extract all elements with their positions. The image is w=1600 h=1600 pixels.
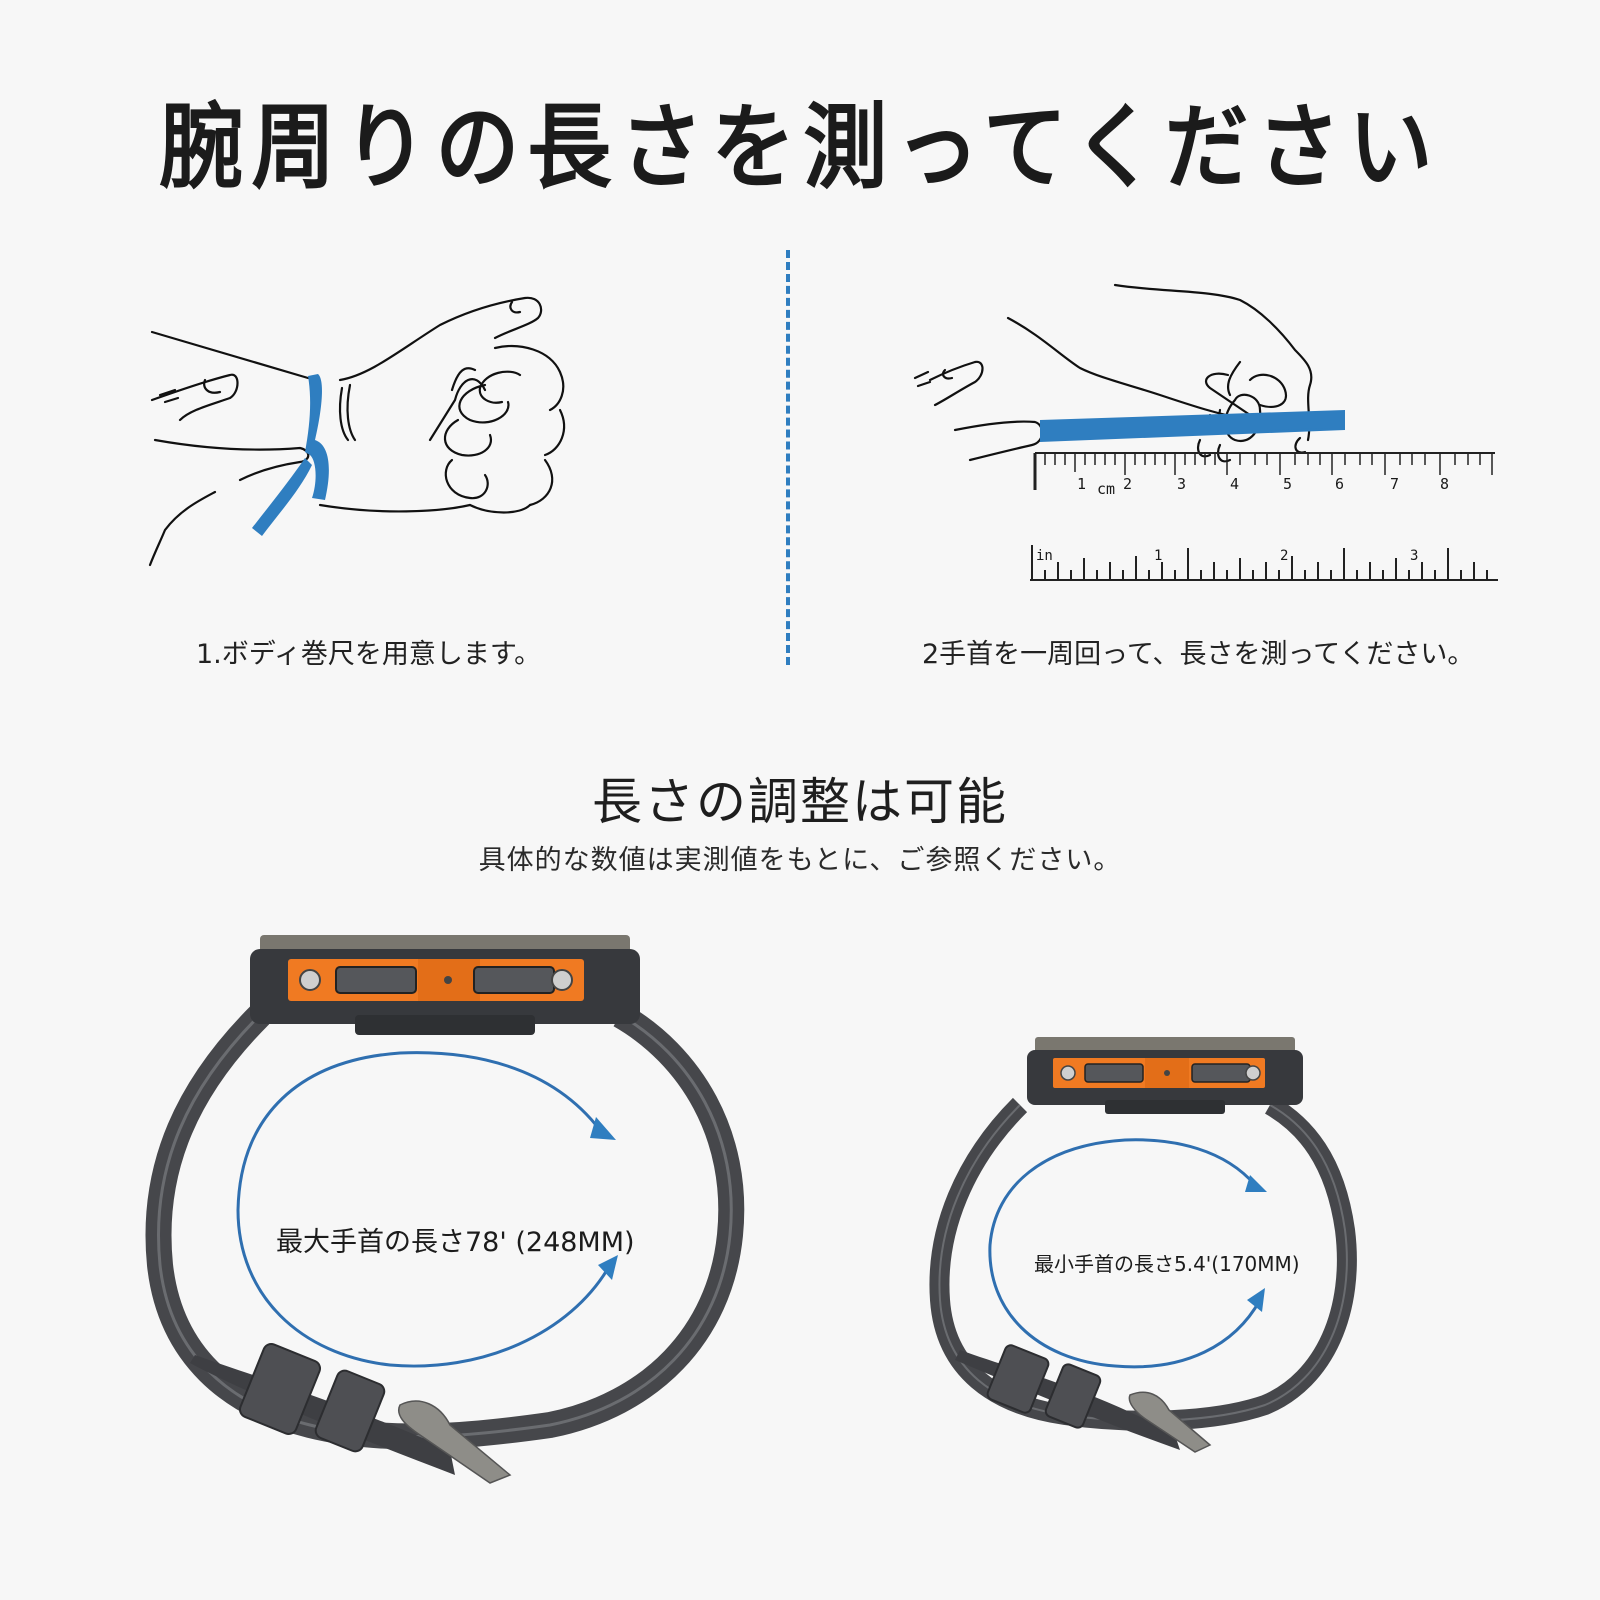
in-unit-label: in: [1036, 548, 1053, 564]
cm-tick-label: 2: [1123, 475, 1133, 493]
watch-small-illustration: [929, 1037, 1357, 1453]
watch-large-illustration: [145, 935, 745, 1484]
cm-tick-label: 7: [1390, 475, 1400, 493]
section-title: 長さの調整は可能: [592, 773, 1008, 831]
inch-ruler: [1030, 545, 1498, 581]
wrist-measure-ruler-illustration: [913, 283, 1498, 581]
max-wrist-length-label: 最大手首の長さ78' (248MM): [276, 1227, 635, 1258]
section-subtitle: 具体的な数値は実測値をもとに、ご参照ください。: [478, 845, 1122, 876]
step-2-caption: 2手首を一周回って、長さを測ってください。: [922, 639, 1475, 670]
cm-ruler-labels: cm 1 2 3 4 5 6 7 8: [1035, 475, 1495, 505]
min-wrist-length-label: 最小手首の長さ5.4'(170MM): [1034, 1252, 1300, 1276]
wrist-wrap-tape-illustration: [148, 296, 566, 567]
in-tick-label: 1: [1154, 548, 1163, 564]
step-1-caption: 1.ボディ巻尺を用意します。: [196, 639, 542, 670]
cm-tick-label: 1: [1077, 475, 1087, 493]
in-tick-label: 2: [1280, 548, 1289, 564]
cm-ruler: [1033, 452, 1495, 490]
cm-tick-label: 8: [1440, 475, 1450, 493]
dashed-divider: [786, 250, 790, 665]
page-title: 腕周りの長さを測ってください: [159, 92, 1441, 202]
inch-ruler-labels: in 1 2 3: [1030, 548, 1490, 568]
cm-unit-label: cm: [1097, 480, 1116, 498]
cm-tick-label: 3: [1177, 475, 1187, 493]
cm-tick-label: 6: [1335, 475, 1345, 493]
in-tick-label: 3: [1410, 548, 1419, 564]
cm-tick-label: 4: [1230, 475, 1240, 493]
cm-tick-label: 5: [1283, 475, 1293, 493]
